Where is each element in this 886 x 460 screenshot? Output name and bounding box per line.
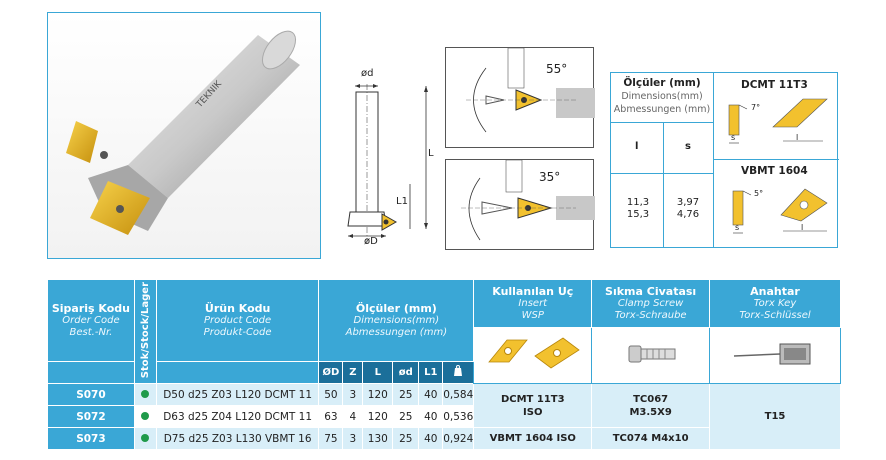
dims-box-header: Ölçüler (mm) Dimensions(mm) Abmessungen … xyxy=(611,73,714,123)
technical-drawing: ød L L1 øD xyxy=(340,64,440,254)
key-value: T15 xyxy=(709,383,841,450)
header-order-code: Sipariş Kodu Order Code Best.-Nr. xyxy=(47,279,135,362)
insert-value-2: VBMT 1604 ISO xyxy=(473,427,593,450)
col-d: ød xyxy=(392,361,420,384)
header-dimensions: Ölçüler (mm) Dimensions(mm) Abmessungen … xyxy=(318,279,475,362)
dims-col-l: l xyxy=(635,141,639,152)
label-L1: L1 xyxy=(396,196,408,207)
insert-value-1: DCMT 11T3 ISO xyxy=(473,383,593,428)
angle-diagram-55: 55° xyxy=(445,47,595,148)
product-code-cell: D50 d25 Z03 L120 DCMT 11 xyxy=(155,383,320,406)
dcmt-angle: 7° xyxy=(751,103,761,112)
insert-title-dcmt: DCMT 11T3 xyxy=(741,79,808,91)
table-row: S070 D50 d25 Z03 L120 DCMT 11 50 3 120 2… xyxy=(47,383,841,450)
dims-values-s: 3,97 4,76 xyxy=(676,197,700,220)
insert-title-vbmt: VBMT 1604 xyxy=(741,165,808,177)
header-key: Anahtar Torx Key Torx-Schlüssel xyxy=(709,279,841,328)
insert-image xyxy=(473,327,593,384)
screw-value-1: TC067 M3.5X9 xyxy=(591,383,711,428)
header-insert: Kullanılan Uç Insert WSP xyxy=(473,279,593,328)
col-Z: Z xyxy=(342,361,364,384)
dims-box-subtitle-de: Abmessungen (mm) xyxy=(613,104,711,115)
label-od: ød xyxy=(361,68,374,79)
vbmt-insert-drawing xyxy=(732,188,828,234)
insert-dimensions-box: Ölçüler (mm) Dimensions(mm) Abmessungen … xyxy=(610,72,839,248)
angle-label-35: 35° xyxy=(539,170,561,184)
header-screw: Sıkma Civatası Clamp Screw Torx-Schraube xyxy=(591,279,711,328)
vbmt-label-s: s xyxy=(735,223,740,232)
dcmt-insert-drawing xyxy=(728,98,828,144)
weight-icon xyxy=(442,361,475,384)
stock-indicator xyxy=(133,427,157,450)
dcmt-label-s: s xyxy=(731,133,736,142)
header-product-code: Ürün Kodu Product Code Produkt-Code xyxy=(155,279,320,362)
vbmt-angle: 5° xyxy=(754,189,764,198)
dims-col-s: s xyxy=(685,141,691,152)
product-photo: TEKNIK xyxy=(47,12,321,259)
col-D: ØD xyxy=(318,361,344,384)
stock-indicator xyxy=(133,383,157,406)
table-row: S072 D63 d25 Z04 L120 DCMT 11 63 4 120 2… xyxy=(47,405,841,428)
col-L1: L1 xyxy=(418,361,444,384)
order-code-cell: S072 xyxy=(47,405,135,428)
dims-box-subtitle-en: Dimensions(mm) xyxy=(621,91,703,102)
screw-value-2: TC074 M4x10 xyxy=(591,427,711,450)
angle-diagram-35: 35° xyxy=(445,159,595,250)
product-code-cell: D63 d25 Z04 L120 DCMT 11 xyxy=(155,405,320,428)
clamp-screw-image xyxy=(591,327,711,384)
product-spec-table: Sipariş Kodu Order Code Best.-Nr. Stok/S… xyxy=(47,279,841,450)
dcmt-label-l: l xyxy=(796,133,799,142)
label-L: L xyxy=(428,148,434,159)
order-code-cell: S070 xyxy=(47,383,135,406)
dims-values-l: 11,3 15,3 xyxy=(626,197,650,220)
vbmt-label-l: l xyxy=(801,223,804,232)
order-code-cell: S073 xyxy=(47,427,135,450)
angle-label-55: 55° xyxy=(546,62,568,76)
header-stock: Stok/Stock/Lager xyxy=(133,279,157,384)
torx-key-image xyxy=(709,327,841,384)
col-L: L xyxy=(362,361,394,384)
stock-indicator xyxy=(133,405,157,428)
table-row: S073 D75 d25 Z03 L130 VBMT 16 75 3 130 2… xyxy=(47,427,841,450)
dims-box-title: Ölçüler (mm) xyxy=(623,77,701,89)
product-code-cell: D75 d25 Z03 L130 VBMT 16 xyxy=(155,427,320,450)
label-oD: øD xyxy=(364,236,378,247)
